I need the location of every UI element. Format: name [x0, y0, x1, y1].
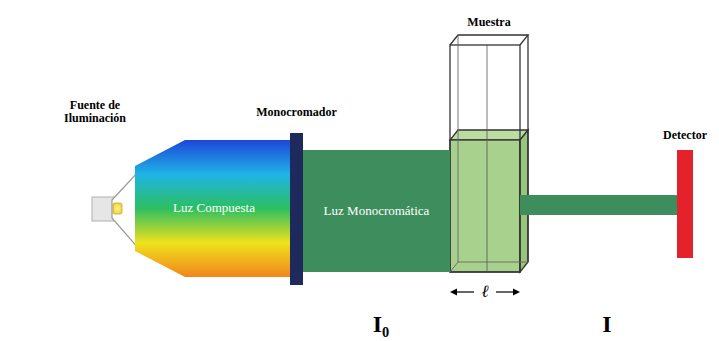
- lamp-symbol: [92, 172, 138, 248]
- polychromatic-beam: Luz Compuesta: [135, 140, 293, 277]
- component-heading: Muestra: [467, 16, 510, 29]
- detector-bar: Detector: [677, 150, 693, 258]
- component-heading: Monocromador: [256, 106, 336, 119]
- intensity-label: I: [602, 311, 611, 338]
- beam-label: Luz Monocromática: [303, 150, 450, 272]
- monochromator-bar: Monocromador: [290, 133, 303, 285]
- component-heading: Detector: [663, 129, 707, 142]
- path-length-label: ℓ: [479, 282, 490, 302]
- beam-label: Luz Compuesta: [135, 140, 293, 277]
- cuvette: [450, 35, 528, 272]
- transmitted-beam: [520, 195, 677, 215]
- intensity-label: I₀: [373, 311, 390, 338]
- light-source: Fuente de Iluminación: [92, 170, 138, 250]
- component-heading: Fuente de Iluminación: [53, 99, 137, 125]
- sample-cell: Muestra: [450, 35, 528, 272]
- spectrum-fill: [135, 140, 293, 277]
- monochromatic-beam: Luz Monocromática: [303, 150, 450, 272]
